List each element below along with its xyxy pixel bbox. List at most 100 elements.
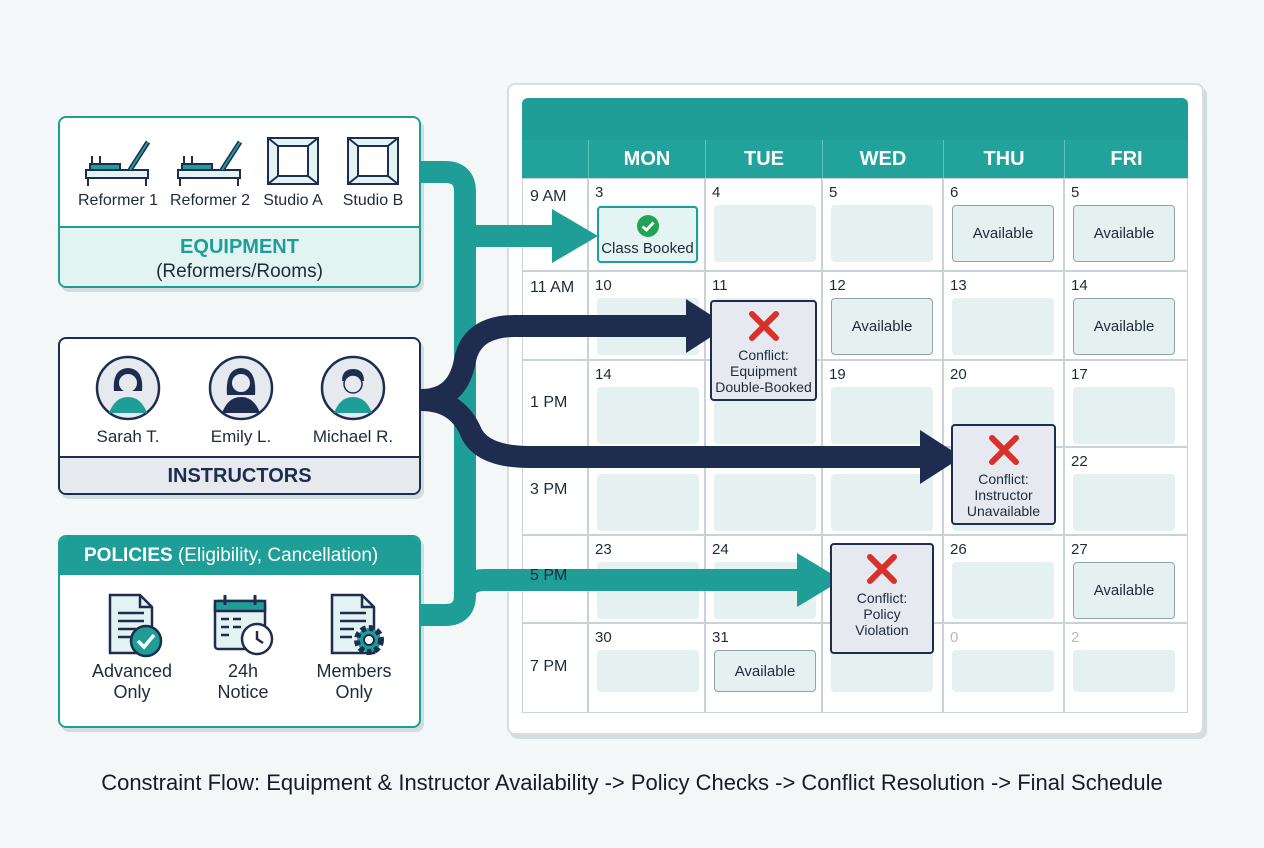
class-booked-slot[interactable]: Class Booked — [597, 206, 698, 263]
available-slot[interactable]: Available — [714, 650, 816, 692]
policy-label-line1: Members — [316, 661, 392, 681]
calendar-cell[interactable]: 5 — [822, 178, 943, 271]
calendar-cell[interactable]: 22 — [1064, 447, 1188, 535]
conflict-label-line: Conflict: — [978, 471, 1029, 487]
day-number: 24 — [712, 541, 729, 558]
instructors-title: INSTRUCTORS — [60, 456, 419, 493]
document-gear-icon — [330, 593, 384, 655]
empty-slot[interactable] — [831, 650, 933, 692]
conflict-label-line: Conflict: — [738, 347, 789, 363]
policies-subtitle: (Eligibility, Cancellation) — [177, 545, 379, 566]
day-number: 3 — [595, 184, 604, 201]
empty-slot[interactable] — [1073, 650, 1175, 692]
day-number: 30 — [595, 629, 612, 646]
calendar-top-bar — [522, 98, 1188, 140]
day-number: 17 — [1071, 366, 1088, 383]
time-cell — [522, 623, 588, 713]
equipment-item-label: Reformer 1 — [77, 192, 159, 209]
calendar-cell[interactable]: 2 — [1064, 623, 1188, 713]
female-avatar-icon — [95, 355, 161, 421]
policy-advanced-only: Advanced Only — [82, 589, 182, 703]
calendar-cell[interactable]: 17 — [1064, 360, 1188, 447]
studio-room-icon — [267, 137, 319, 185]
navy-arrowhead — [920, 430, 962, 484]
policy-label-line1: Advanced — [91, 661, 173, 681]
empty-slot[interactable] — [597, 474, 699, 531]
empty-slot[interactable] — [597, 650, 699, 692]
policies-header: POLICIES (Eligibility, Cancellation) — [60, 537, 419, 575]
day-number: 4 — [712, 184, 721, 201]
empty-slot[interactable] — [1073, 474, 1175, 531]
teal-arrowhead — [552, 209, 598, 263]
day-number: 11 — [712, 277, 728, 294]
day-header-wed: WED — [822, 140, 943, 178]
policy-label-line2: Only — [113, 682, 151, 702]
calendar-clock-icon — [213, 595, 274, 656]
empty-slot[interactable] — [952, 562, 1054, 619]
reformer-icon — [177, 140, 243, 186]
time-label: 1 PM — [530, 394, 568, 411]
equipment-title: EQUIPMENT — [180, 236, 299, 258]
instructor-name: Sarah T. — [96, 427, 160, 446]
day-header-mon: MON — [588, 140, 705, 178]
policy-members-only: Members Only — [304, 589, 404, 703]
day-number: 14 — [595, 366, 612, 383]
empty-slot[interactable] — [831, 387, 933, 444]
calendar-cell[interactable]: 14 — [588, 360, 705, 447]
calendar-cell[interactable]: 13 — [943, 271, 1064, 360]
policy-label-line2: Only — [335, 682, 373, 702]
female-avatar-icon — [208, 355, 274, 421]
conflict-label-line: Equipment — [730, 363, 797, 379]
equipment-caption: EQUIPMENT (Reformers/Rooms) — [60, 226, 419, 286]
day-number: 31 — [712, 629, 729, 646]
time-label: 5 PM — [530, 567, 568, 584]
studio-room-icon — [347, 137, 399, 185]
conflict-label-line: Double-Booked — [715, 379, 812, 395]
empty-slot[interactable] — [952, 298, 1054, 355]
reformer-icon — [85, 140, 151, 186]
red-x-icon — [867, 554, 897, 584]
time-column-header — [522, 140, 588, 178]
calendar-cell[interactable]: 30 — [588, 623, 705, 713]
empty-slot[interactable] — [952, 650, 1054, 692]
available-slot[interactable]: Available — [831, 298, 933, 355]
empty-slot[interactable] — [1073, 387, 1175, 444]
red-x-icon — [988, 435, 1019, 465]
male-avatar-icon — [320, 355, 386, 421]
day-number: 26 — [950, 541, 967, 558]
available-slot[interactable]: Available — [1073, 205, 1175, 262]
day-number: 19 — [829, 366, 846, 383]
day-header-thu: THU — [943, 140, 1064, 178]
check-circle-icon — [636, 215, 659, 237]
empty-slot[interactable] — [831, 205, 933, 262]
time-label: 7 PM — [530, 658, 568, 675]
day-number: 14 — [1071, 277, 1088, 294]
empty-slot[interactable] — [597, 387, 699, 444]
empty-slot[interactable] — [831, 474, 933, 531]
calendar-cell[interactable]: 26 — [943, 535, 1064, 623]
time-label: 9 AM — [530, 188, 567, 205]
calendar-cell[interactable]: 0 — [943, 623, 1064, 713]
navy-arrow-to-thu-3pm — [420, 389, 924, 468]
available-slot[interactable]: Available — [952, 205, 1054, 262]
day-number: 5 — [1071, 184, 1080, 201]
policies-panel: POLICIES (Eligibility, Cancellation) Adv… — [58, 535, 421, 728]
instructors-panel: Sarah T. Emily L. Michael R. INSTRUCTORS — [58, 337, 421, 495]
available-slot[interactable]: Available — [1073, 562, 1175, 619]
empty-slot[interactable] — [714, 474, 816, 531]
empty-slot[interactable] — [714, 205, 816, 262]
available-slot[interactable]: Available — [1073, 298, 1175, 355]
red-x-icon — [748, 311, 779, 341]
equipment-item-label: Studio A — [263, 192, 323, 209]
calendar-cell[interactable]: 4 — [705, 178, 822, 271]
